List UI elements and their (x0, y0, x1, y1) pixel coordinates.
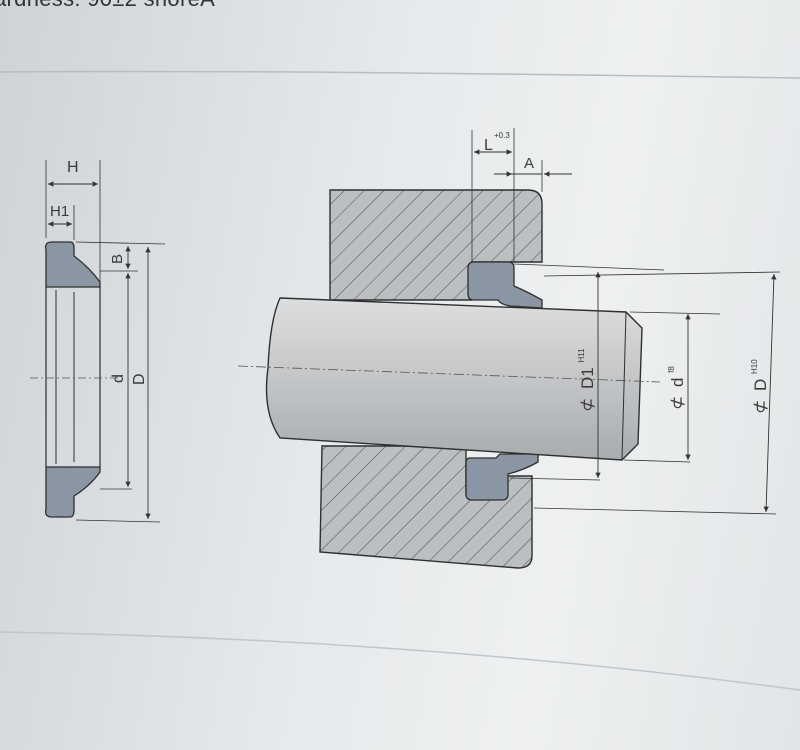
shaft (265, 297, 643, 461)
dim-D-housing-label: ⊄ D H10 (750, 359, 770, 414)
dim-d-shaft-label: ⊄ d f8 (667, 366, 687, 410)
assembly-section-view: L +0.3 A ⊄ D1 H11 ⊄ (237, 128, 781, 569)
dim-D-tolerance: H10 (750, 359, 759, 374)
diameter-symbol: ⊄ (751, 400, 770, 414)
dim-A-label: A (524, 155, 534, 172)
seal-side-view: H H1 B d D (30, 159, 166, 523)
dim-D-label: D (131, 373, 148, 385)
dim-B-label: B (109, 254, 126, 264)
upper-seal (467, 261, 543, 309)
dim-L-tolerance: +0.3 (494, 131, 510, 140)
diameter-symbol: ⊄ (668, 396, 687, 410)
dim-d-tolerance: f8 (667, 366, 676, 373)
dim-D1-tolerance: H11 (577, 348, 586, 363)
lower-seal (465, 453, 539, 501)
hardness-spec-text: ardness: 90±2 shoreA (0, 0, 215, 12)
page-bottom-edge (0, 631, 800, 691)
dim-d-label: d (110, 374, 127, 383)
diameter-symbol: ⊄ (578, 398, 597, 412)
dim-L-label: L (484, 137, 493, 154)
seal-top-profile (44, 241, 101, 288)
seal-bottom-profile (44, 466, 101, 518)
dim-H-label: H (67, 159, 79, 176)
dim-D1-label: ⊄ D1 H11 (577, 348, 597, 412)
dim-H1-label: H1 (50, 203, 69, 220)
page-top-edge (0, 70, 800, 79)
